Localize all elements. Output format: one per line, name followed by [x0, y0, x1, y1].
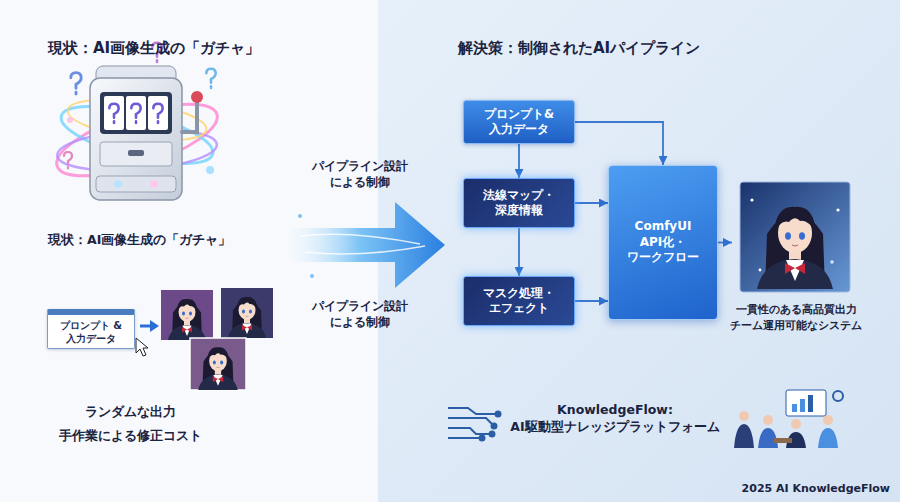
portrait — [198, 347, 238, 390]
coin — [150, 180, 158, 188]
circuit-dot — [492, 424, 497, 429]
sparkle — [836, 208, 839, 211]
cursor-icon — [136, 338, 148, 356]
circuit-line — [448, 437, 480, 439]
node-text: 一貫性のある高品質出力 — [736, 302, 857, 318]
arrow-streak — [300, 234, 425, 254]
portrait — [757, 207, 833, 289]
chart-bar — [792, 404, 797, 412]
connector-arrow — [575, 300, 608, 302]
input-window: プロンプト &入力データ — [47, 309, 135, 349]
laptop — [774, 438, 792, 443]
circuit-line — [448, 408, 496, 414]
portrait — [168, 299, 206, 340]
right-panel — [378, 0, 900, 502]
node-text: プロンプト &入力データ — [52, 319, 130, 345]
portrait-frame — [161, 290, 213, 340]
arrow-label: パイプライン設計 による制御 — [300, 298, 420, 330]
connector-arrow — [575, 122, 663, 165]
sparkle — [206, 166, 214, 174]
sparkle — [67, 117, 73, 123]
machine-body — [90, 78, 182, 200]
question-mark — [71, 73, 81, 94]
node-text: マスク処理・ エフェクト — [470, 286, 568, 316]
connector-arrow — [518, 228, 520, 276]
gear-icon — [833, 391, 843, 401]
connector-arrow — [575, 202, 608, 204]
workflow-box: ComfyUI API化・ ワークフロー — [608, 165, 718, 320]
reel — [148, 96, 168, 130]
chart-board — [786, 390, 826, 416]
person-head — [791, 419, 801, 429]
coin-tray — [96, 176, 176, 192]
flow-arrow — [150, 320, 159, 332]
person-head — [739, 411, 749, 421]
random-outputs — [161, 288, 273, 390]
circuit-dot — [490, 432, 495, 437]
circuit-line — [448, 418, 492, 424]
big-arrow — [290, 202, 445, 288]
portrait-frame — [190, 338, 246, 390]
person-head — [823, 415, 833, 425]
output-image: 一貫性のある高品質出力チーム運用可能なシステム — [732, 180, 860, 340]
question-mark — [206, 69, 215, 88]
node-text: プロンプト& 入力データ — [470, 107, 568, 137]
circuit-icon — [448, 408, 501, 441]
sparkle — [759, 269, 762, 272]
footer-note: 2025 AI KnowledgeFlow — [742, 482, 890, 497]
machine-panel — [100, 142, 172, 166]
circuit-line — [448, 428, 490, 434]
caption-line: ランダムな出力 — [30, 404, 230, 421]
person-head — [763, 415, 773, 425]
big-arrow — [290, 202, 445, 288]
arrow-label: パイプライン設計 による制御 — [300, 158, 420, 190]
sparkle — [830, 260, 834, 264]
sparkle — [298, 214, 302, 218]
question-mark — [131, 104, 140, 123]
panel-title: 現状：AI画像生成の「ガチャ」 — [48, 38, 260, 58]
node-text: チーム運用可能なシステム — [730, 318, 862, 334]
panel-title: 解決策：制御されたAIパイプライン — [458, 38, 700, 58]
lever-knob — [191, 91, 203, 103]
connector-arrow — [718, 242, 732, 244]
chart-bar — [800, 399, 805, 412]
coin — [114, 180, 122, 188]
slot-machine — [49, 43, 225, 200]
reel-window — [100, 92, 172, 134]
output-portrait — [740, 182, 850, 292]
sparkle — [750, 198, 753, 201]
reel — [126, 96, 146, 130]
coin-slot — [128, 150, 144, 156]
node-text: ComfyUI API化・ ワークフロー — [615, 219, 711, 266]
process-box: マスク処理・ エフェクト — [463, 276, 575, 326]
node-text: 法線マップ・ 深度情報 — [470, 188, 568, 218]
cursor-icon — [136, 338, 148, 356]
illustration-caption: 現状：AI画像生成の「ガチャ」 — [48, 232, 231, 249]
portrait-frame — [221, 288, 273, 338]
circuit-dot — [480, 436, 485, 441]
connector-arrow — [518, 144, 520, 178]
chart-bar — [808, 395, 813, 412]
question-mark — [153, 104, 162, 123]
question-mark — [64, 152, 72, 169]
person-body — [818, 428, 838, 448]
portrait-frame — [740, 182, 850, 292]
portrait — [228, 297, 266, 338]
process-box: プロンプト& 入力データ — [463, 100, 575, 144]
question-mark — [109, 104, 118, 123]
reel — [104, 96, 124, 130]
caption-line: 手作業による修正コスト — [30, 428, 230, 445]
sparkle — [310, 274, 314, 278]
brand-label: KnowledgeFlow: AI駆動型ナレッジプラットフォーム — [505, 402, 725, 436]
lever — [182, 102, 197, 132]
team-illustration — [734, 390, 843, 448]
process-box: 法線マップ・ 深度情報 — [463, 178, 575, 228]
person-body — [734, 424, 754, 448]
circuit-dot — [496, 412, 501, 417]
